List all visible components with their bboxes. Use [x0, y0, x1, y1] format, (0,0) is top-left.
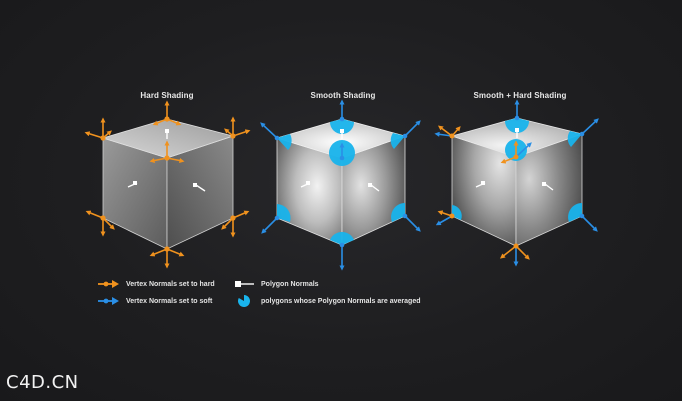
mixed-vertex-dots: [449, 115, 585, 249]
cube-smooth-hard-shading: [434, 99, 599, 267]
cube-smooth-shading: [260, 99, 421, 271]
soft-vertex-normals: [260, 99, 421, 271]
orange-arrow-icon: [98, 280, 119, 288]
soft-vertex-dots: [274, 116, 408, 248]
panel-title-smooth-hard-shading: Smooth + Hard Shading: [473, 91, 567, 100]
polygon-normal-icon: [127, 129, 206, 192]
polygon-normal-icon-mixed: [475, 128, 554, 191]
legend-polygon-normals: Polygon Normals: [232, 278, 319, 290]
legend-hard-normals: Vertex Normals set to hard: [97, 278, 215, 290]
panel-title-hard-shading: Hard Shading: [140, 91, 194, 100]
averaged-area-legend-icon: [237, 295, 250, 307]
polygon-normal-icon-smooth: [300, 129, 380, 192]
legend-polygon-label: Polygon Normals: [261, 280, 319, 288]
hard-vertex-dots: [100, 116, 236, 252]
panel-title-smooth-shading: Smooth Shading: [310, 91, 376, 100]
legend-hard-label: Vertex Normals set to hard: [126, 280, 215, 288]
polygon-normal-legend-icon: [235, 281, 254, 287]
legend-averaged: polygons whose Polygon Normals are avera…: [232, 295, 421, 307]
cube-hard-shading: [84, 100, 251, 269]
legend-soft-label: Vertex Normals set to soft: [126, 297, 213, 305]
soft-vertex-normals-mixed: [434, 99, 599, 267]
blue-arrow-icon: [98, 297, 119, 305]
legend-averaged-label: polygons whose Polygon Normals are avera…: [261, 297, 421, 305]
legend-soft-normals: Vertex Normals set to soft: [97, 295, 212, 307]
watermark-logo: C4D.CN: [6, 372, 79, 393]
